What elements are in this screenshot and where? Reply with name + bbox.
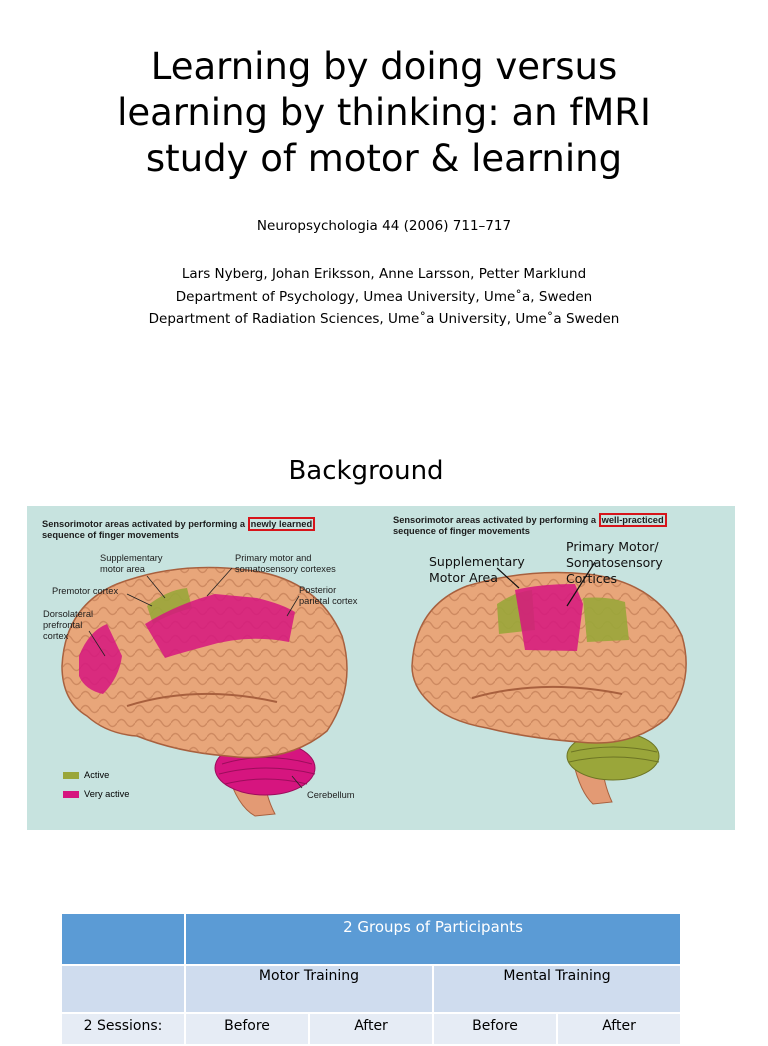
header-corner-cell xyxy=(60,912,186,966)
legend-very-active-swatch xyxy=(63,790,79,798)
label-primary-motor: Primary motor and somatosensory cortexes xyxy=(235,553,336,574)
label-dorsolateral-prefrontal: Dorsolateral prefrontal cortex xyxy=(43,609,94,641)
left-prefrontal-region xyxy=(79,624,122,694)
citation: Neuropsychologia 44 (2006) 711–717 xyxy=(256,218,512,234)
legend-active-swatch xyxy=(63,771,79,779)
affiliation-2: Department of Radiation Sciences, Ume˚a … xyxy=(148,311,620,327)
affiliation-1: Department of Psychology, Umea Universit… xyxy=(175,288,593,305)
label-supplementary-motor-area: Supplementary motor area xyxy=(100,553,163,574)
left-pointer-lines xyxy=(88,567,303,789)
label-right-sma: Supplementary Motor Area xyxy=(429,554,525,585)
title-line-3: study of motor & learning xyxy=(145,137,623,180)
right-caption-highlight: well-practiced xyxy=(598,513,667,527)
right-sma-pointer xyxy=(496,567,520,589)
label-posterior-parietal: Posterior parietal cortex xyxy=(299,585,358,606)
left-motor-region xyxy=(145,594,295,658)
participants-table: 2 Groups of Participants Motor Training … xyxy=(60,912,683,1046)
brain-figure: Sensorimotor areas activated by performi… xyxy=(27,506,735,830)
slide-title: Learning by doing versus learning by thi… xyxy=(40,44,728,182)
label-right-primary-motor: Primary Motor/ Somatosensory Cortices xyxy=(566,539,663,586)
left-temporal-sulcus xyxy=(126,692,278,707)
mental-training-cell: Mental Training xyxy=(431,964,683,1014)
motor-before-cell: Before xyxy=(184,1012,310,1046)
legend-active: Active xyxy=(63,770,109,780)
table-training-row: Motor Training Mental Training xyxy=(60,964,683,1014)
right-caption: Sensorimotor areas activated by performi… xyxy=(393,513,733,537)
right-parietal-region xyxy=(583,597,629,642)
mental-before-cell: Before xyxy=(432,1012,558,1046)
label-premotor-cortex: Premotor cortex xyxy=(52,586,119,596)
right-temporal-sulcus xyxy=(471,685,623,699)
title-line-1: Learning by doing versus xyxy=(150,45,618,88)
section-heading: Background xyxy=(288,456,444,486)
header-groups-cell: 2 Groups of Participants xyxy=(183,912,683,966)
label-cerebellum: Cerebellum xyxy=(307,790,355,800)
right-motor-pointer xyxy=(566,561,596,607)
right-brain xyxy=(411,561,687,805)
left-caption-highlight: newly learned xyxy=(247,517,316,531)
motor-training-cell: Motor Training xyxy=(184,964,434,1014)
left-premotor-region xyxy=(147,588,192,624)
title-line-2: learning by thinking: an fMRI xyxy=(117,91,651,134)
left-caption: Sensorimotor areas activated by performi… xyxy=(42,517,382,541)
mental-after-cell: After xyxy=(555,1012,683,1046)
author-block: Lars Nyberg, Johan Eriksson, Anne Larsso… xyxy=(0,263,768,331)
training-corner-cell xyxy=(60,964,186,1014)
legend-very-active: Very active xyxy=(63,789,129,799)
table-header-row: 2 Groups of Participants xyxy=(60,912,683,966)
motor-after-cell: After xyxy=(308,1012,434,1046)
left-brain xyxy=(61,566,348,817)
table-sessions-row: 2 Sessions: Before After Before After xyxy=(60,1012,683,1046)
sessions-label-cell: 2 Sessions: xyxy=(60,1012,186,1046)
right-motor-region xyxy=(515,584,583,651)
brain-illustration xyxy=(61,561,687,817)
authors: Lars Nyberg, Johan Eriksson, Anne Larsso… xyxy=(181,266,587,282)
